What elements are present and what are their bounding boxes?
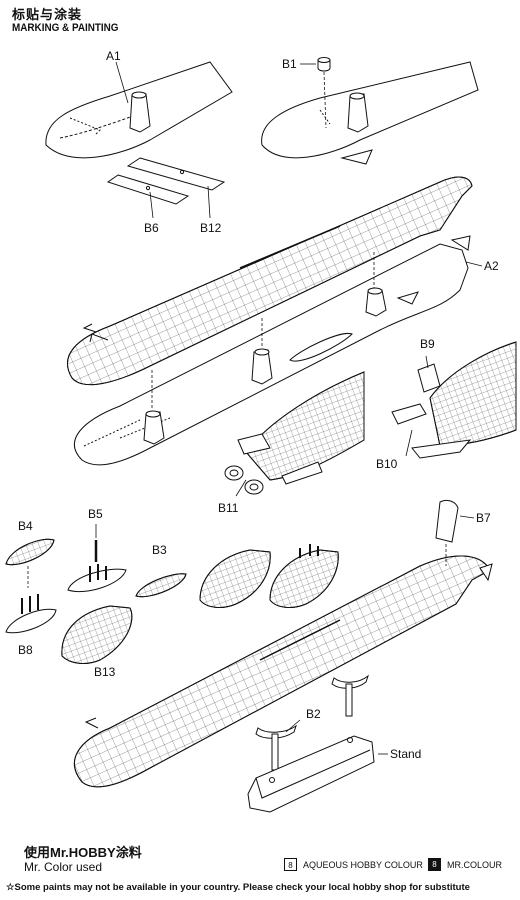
assembly-diagram: A1 B1 B6 B12 A2 B9 B10 B11 B7 B4 B5 B3 B… [5,49,517,813]
legend-aqueous: 8 AQUEOUS HOBBY COLOUR [284,858,423,871]
hull-lower-a2 [74,235,471,466]
legend-mrcolor-label: MR.COLOUR [447,859,503,870]
part-b8 [5,594,57,634]
paint-title-cn: 使用Mr.HOBBY涂料 [24,845,142,860]
part-b7 [435,499,475,566]
label-b2: B2 [306,707,321,721]
label-b3: B3 [152,543,167,557]
legend-aqueous-label: AQUEOUS HOBBY COLOUR [303,859,423,870]
legend-mrcolor-swatch: 8 [428,858,441,871]
label-b7: B7 [476,511,491,525]
paint-subtitle: Mr. Color used [24,860,103,874]
label-b12: B12 [200,221,222,235]
label-b9: B9 [420,337,435,351]
part-b13 [61,605,133,664]
hull-bow-a1 [45,61,233,159]
stand-support-right [331,674,370,717]
label-b1: B1 [282,57,297,71]
label-b6: B6 [144,221,159,235]
legend-aqueous-swatch: 8 [284,858,297,871]
availability-note: ☆Some paints may not be available in you… [6,882,470,893]
label-a2: A2 [484,259,499,273]
part-b3 [135,573,187,598]
label-b11: B11 [218,501,239,515]
part-b1 [317,57,331,129]
hull-upper-main [67,176,473,386]
legend-mrcolor: 8 MR.COLOUR [428,858,502,871]
label-b10: B10 [376,457,398,471]
label-stand: Stand [390,747,421,761]
hull-bow-b1 [261,61,479,165]
plate-b12 [126,157,226,191]
hull-final [73,555,493,788]
label-b8: B8 [18,643,33,657]
plate-b6 [106,174,190,205]
sail-a [199,549,271,608]
leader-a1 [115,61,129,104]
label-b4: B4 [18,519,33,533]
stern-detail-b9-b10 [391,341,517,459]
label-b5: B5 [88,507,103,521]
part-b5 [67,524,127,593]
label-a1: A1 [106,49,121,63]
header-title-cn: 标贴与涂装 [12,7,83,22]
label-b13: B13 [94,665,116,679]
part-b4 [5,538,55,588]
stand-base [247,735,375,813]
header-title-en: MARKING & PAINTING [12,22,119,34]
stern-detail-b11 [224,371,365,495]
sail-b [269,544,339,608]
